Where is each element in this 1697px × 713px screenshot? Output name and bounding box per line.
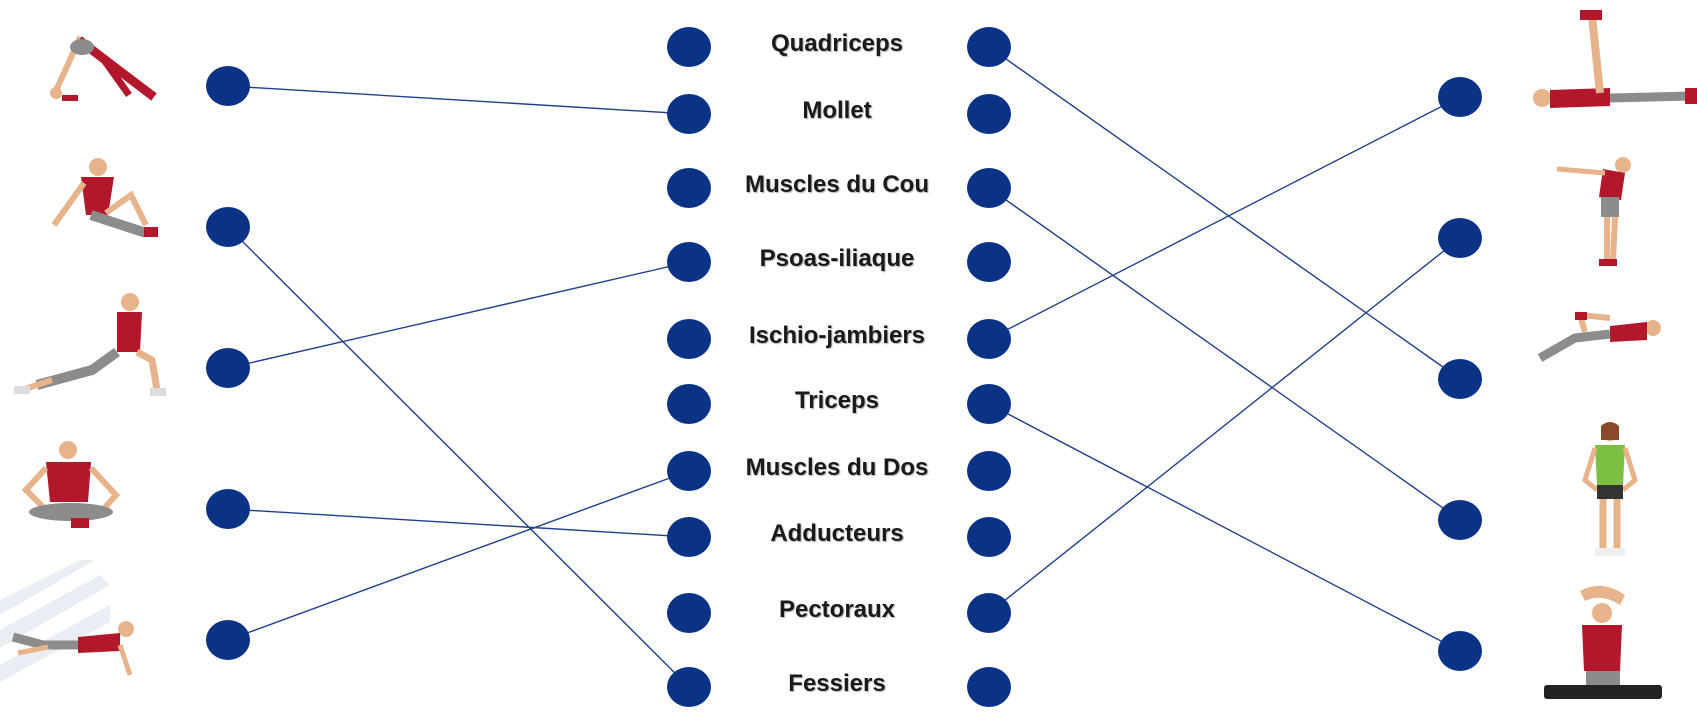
right-match-dot[interactable]: [1438, 359, 1482, 399]
muscle-right-dot[interactable]: [967, 667, 1011, 707]
connection-line: [227, 508, 690, 538]
right-match-dot[interactable]: [1438, 500, 1482, 540]
muscle-right-dot[interactable]: [967, 593, 1011, 633]
right-match-dot[interactable]: [1438, 631, 1482, 671]
muscle-right-dot[interactable]: [967, 168, 1011, 208]
muscle-label: Pectoraux: [778, 596, 896, 623]
right-match-dot[interactable]: [1438, 218, 1482, 258]
lying-twist-stretch-figure-icon: [8, 615, 143, 690]
muscle-label: Triceps: [794, 387, 880, 414]
muscle-right-dot[interactable]: [967, 27, 1011, 67]
left-match-dot[interactable]: [206, 207, 250, 247]
muscle-left-dot[interactable]: [667, 319, 711, 359]
connection-line: [227, 261, 690, 369]
muscle-right-dot[interactable]: [967, 242, 1011, 282]
side-lying-quad-stretch-figure-icon: [1535, 310, 1670, 375]
connection-line: [227, 85, 690, 115]
muscle-right-dot[interactable]: [967, 319, 1011, 359]
kneeling-lunge-stretch-figure-icon: [12, 290, 177, 405]
lying-leg-raise-stretch-figure-icon: [1520, 8, 1697, 123]
muscle-left-dot[interactable]: [667, 168, 711, 208]
muscle-right-dot[interactable]: [967, 451, 1011, 491]
muscle-left-dot[interactable]: [667, 517, 711, 557]
muscle-label: Mollet: [802, 97, 872, 124]
muscle-label: Psoas-iliaque: [759, 245, 915, 272]
left-match-dot[interactable]: [206, 348, 250, 388]
left-match-dot[interactable]: [206, 489, 250, 529]
muscle-left-dot[interactable]: [667, 384, 711, 424]
muscle-label: Muscles du Dos: [745, 454, 929, 481]
muscle-label: Quadriceps: [770, 30, 904, 57]
muscle-label: Ischio-jambiers: [748, 322, 926, 349]
connection-line: [988, 237, 1461, 614]
muscle-label: Muscles du Cou: [744, 171, 930, 198]
seated-overhead-arm-stretch-figure-icon: [1540, 583, 1665, 713]
downward-dog-stretch-figure-icon: [34, 25, 164, 110]
butterfly-seated-stretch-figure-icon: [16, 440, 131, 545]
muscle-label: Adducteurs: [770, 520, 904, 547]
connection-line: [988, 403, 1461, 652]
muscle-right-dot[interactable]: [967, 94, 1011, 134]
connection-line: [988, 187, 1461, 521]
muscle-left-dot[interactable]: [667, 94, 711, 134]
connection-line: [988, 96, 1461, 340]
connection-line: [227, 470, 690, 641]
muscle-left-dot[interactable]: [667, 451, 711, 491]
muscle-right-dot[interactable]: [967, 517, 1011, 557]
seated-twist-stretch-figure-icon: [36, 155, 166, 255]
muscle-right-dot[interactable]: [967, 384, 1011, 424]
muscle-left-dot[interactable]: [667, 667, 711, 707]
standing-woman-figure-icon: [1575, 420, 1645, 565]
muscle-left-dot[interactable]: [667, 27, 711, 67]
connection-line: [988, 46, 1461, 380]
standing-bend-stretch-figure-icon: [1555, 155, 1635, 275]
muscle-label: Fessiers: [788, 670, 886, 697]
left-match-dot[interactable]: [206, 66, 250, 106]
muscle-left-dot[interactable]: [667, 242, 711, 282]
connection-line: [227, 226, 690, 688]
right-match-dot[interactable]: [1438, 77, 1482, 117]
left-match-dot[interactable]: [206, 620, 250, 660]
muscle-left-dot[interactable]: [667, 593, 711, 633]
